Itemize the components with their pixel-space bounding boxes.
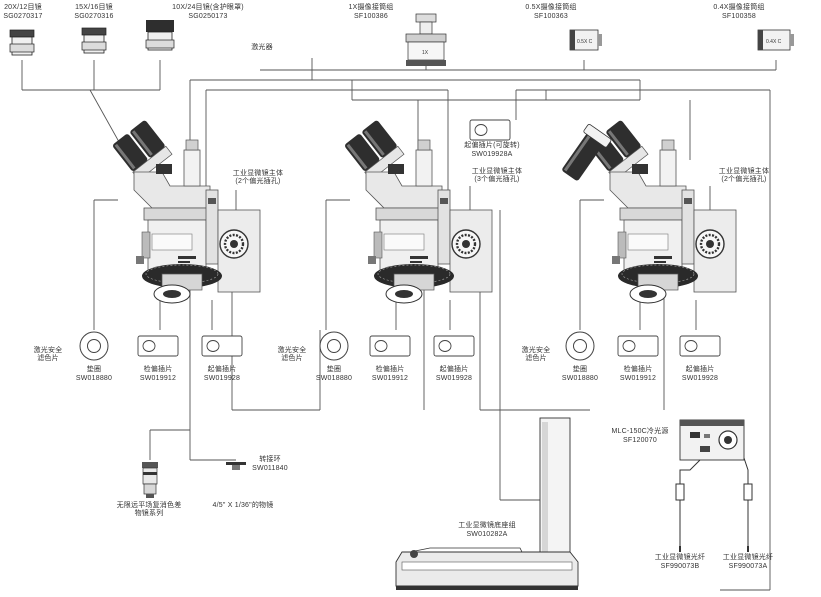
adapter-1x-tag: 1X: [422, 50, 429, 56]
microscope-stand-icon: [395, 417, 579, 590]
polarizer-2-name: 起偏插片: [439, 366, 469, 373]
eyepiece-15x-code: SG0270316: [74, 13, 114, 20]
body-label-1: 工业显微镜主体 (2个偏光插孔): [232, 170, 284, 185]
analyzer-1-code: SW019912: [139, 375, 177, 382]
microscope-body-1-icon: [110, 118, 262, 305]
fiber-1-name: 工业显微镜光纤: [654, 554, 706, 561]
polarizer-3-name: 起偏插片: [685, 366, 715, 373]
stand-name: 工业显微镜底座组: [458, 522, 516, 529]
fiber-1-code: SF990073B: [660, 563, 700, 570]
microscope-body-3-icon: [562, 118, 738, 305]
light-source-name: MLC-150C冷光源: [611, 428, 669, 435]
washer-1-name: 垫圈: [86, 366, 102, 373]
adapter-ring-icon: [226, 462, 246, 470]
eyepiece-20x-icon: [9, 29, 35, 56]
washer-2-name: 垫圈: [326, 366, 342, 373]
adapter-1x-icon: 1X: [405, 13, 447, 66]
light-source-icon: [679, 419, 745, 461]
eyepiece-10x-icon: [145, 20, 175, 51]
eyepiece-15x-icon: [81, 27, 107, 54]
analyzer-2-code: SW019912: [371, 375, 409, 382]
body-label-3: 工业显微镜主体 (2个偏光插孔): [718, 168, 770, 183]
adapter-04x-code: SF100358: [722, 13, 756, 20]
analyzer-card-1: [137, 335, 179, 357]
fiber-2-name: 工业显微镜光纤: [722, 554, 774, 561]
adapter-ring-code: SW011840: [252, 465, 288, 472]
eyepiece-10x-code: SG0250173: [188, 13, 228, 20]
rotatable-analyzer-name: 起偏插片(可旋转): [464, 142, 520, 149]
analyzer-card-3: [617, 335, 659, 357]
connection-lines: [21, 58, 777, 591]
polarizer-1-code: SW019928: [203, 375, 241, 382]
washer-1-icon: [79, 331, 109, 361]
analyzer-2-name: 检偏插片: [375, 366, 405, 373]
eyepiece-20x-name: 20X/12目镜: [4, 4, 42, 11]
adapter-ring-name: 转接环: [259, 456, 281, 463]
washer-3-code: SW018880: [561, 375, 599, 382]
safety-filter-1: 激光安全 滤色片: [33, 347, 63, 362]
laser-label: 激光器: [251, 44, 273, 51]
analyzer-1-name: 检偏插片: [143, 366, 173, 373]
eyepiece-10x-name: 10X/24目镜(含护眼罩): [172, 4, 244, 11]
eyepiece-15x-name: 15X/16目镜: [75, 4, 113, 11]
light-source-code: SF120070: [623, 437, 657, 444]
fiber-cables: [675, 457, 753, 552]
body-label-2: 工业显微镜主体 (3个偏光插孔): [471, 168, 523, 183]
adapter-04x-name: 0.4X摄像接筒组: [713, 4, 765, 11]
safety-filter-3: 激光安全 滤色片: [521, 347, 551, 362]
adapter-04x-tag: 0.4X C: [766, 39, 782, 45]
polarizer-card-2: [433, 335, 475, 357]
thread-objective-label: 4/5" X 1/36"的物镜: [212, 502, 274, 509]
rotatable-analyzer-code: SW019928A: [471, 151, 513, 158]
washer-3-icon: [565, 331, 595, 361]
polarizer-2-code: SW019928: [435, 375, 473, 382]
washer-2-code: SW018880: [315, 375, 353, 382]
polarizer-card-1: [201, 335, 243, 357]
analyzer-card-2: [369, 335, 411, 357]
eyepiece-20x-code: SG0270317: [3, 13, 43, 20]
adapter-04x-icon: 0.4X C: [757, 29, 794, 51]
polarizer-3-code: SW019928: [681, 375, 719, 382]
objective-lens-icon: [142, 462, 158, 498]
adapter-05x-code: SF100363: [534, 13, 568, 20]
stand-code: SW010282A: [466, 531, 508, 538]
washer-1-code: SW018880: [75, 375, 113, 382]
analyzer-3-name: 检偏插片: [623, 366, 653, 373]
adapter-05x-name: 0.5X摄像接筒组: [525, 4, 577, 11]
analyzer-3-code: SW019912: [619, 375, 657, 382]
safety-filter-2: 激光安全 滤色片: [277, 347, 307, 362]
washer-3-name: 垫圈: [572, 366, 588, 373]
rotatable-analyzer-card: [469, 119, 511, 141]
objective-series-label: 无限远平场复消色差 物镜系列: [116, 502, 182, 517]
polarizer-1-name: 起偏插片: [207, 366, 237, 373]
fiber-2-code: SF990073A: [728, 563, 768, 570]
adapter-05x-tag: 0.5X C: [577, 39, 593, 45]
adapter-1x-name: 1X摄像接筒组: [348, 4, 394, 11]
washer-2-icon: [319, 331, 349, 361]
adapter-1x-code: SF100386: [354, 13, 388, 20]
polarizer-card-3: [679, 335, 721, 357]
adapter-05x-icon: 0.5X C: [569, 29, 602, 51]
